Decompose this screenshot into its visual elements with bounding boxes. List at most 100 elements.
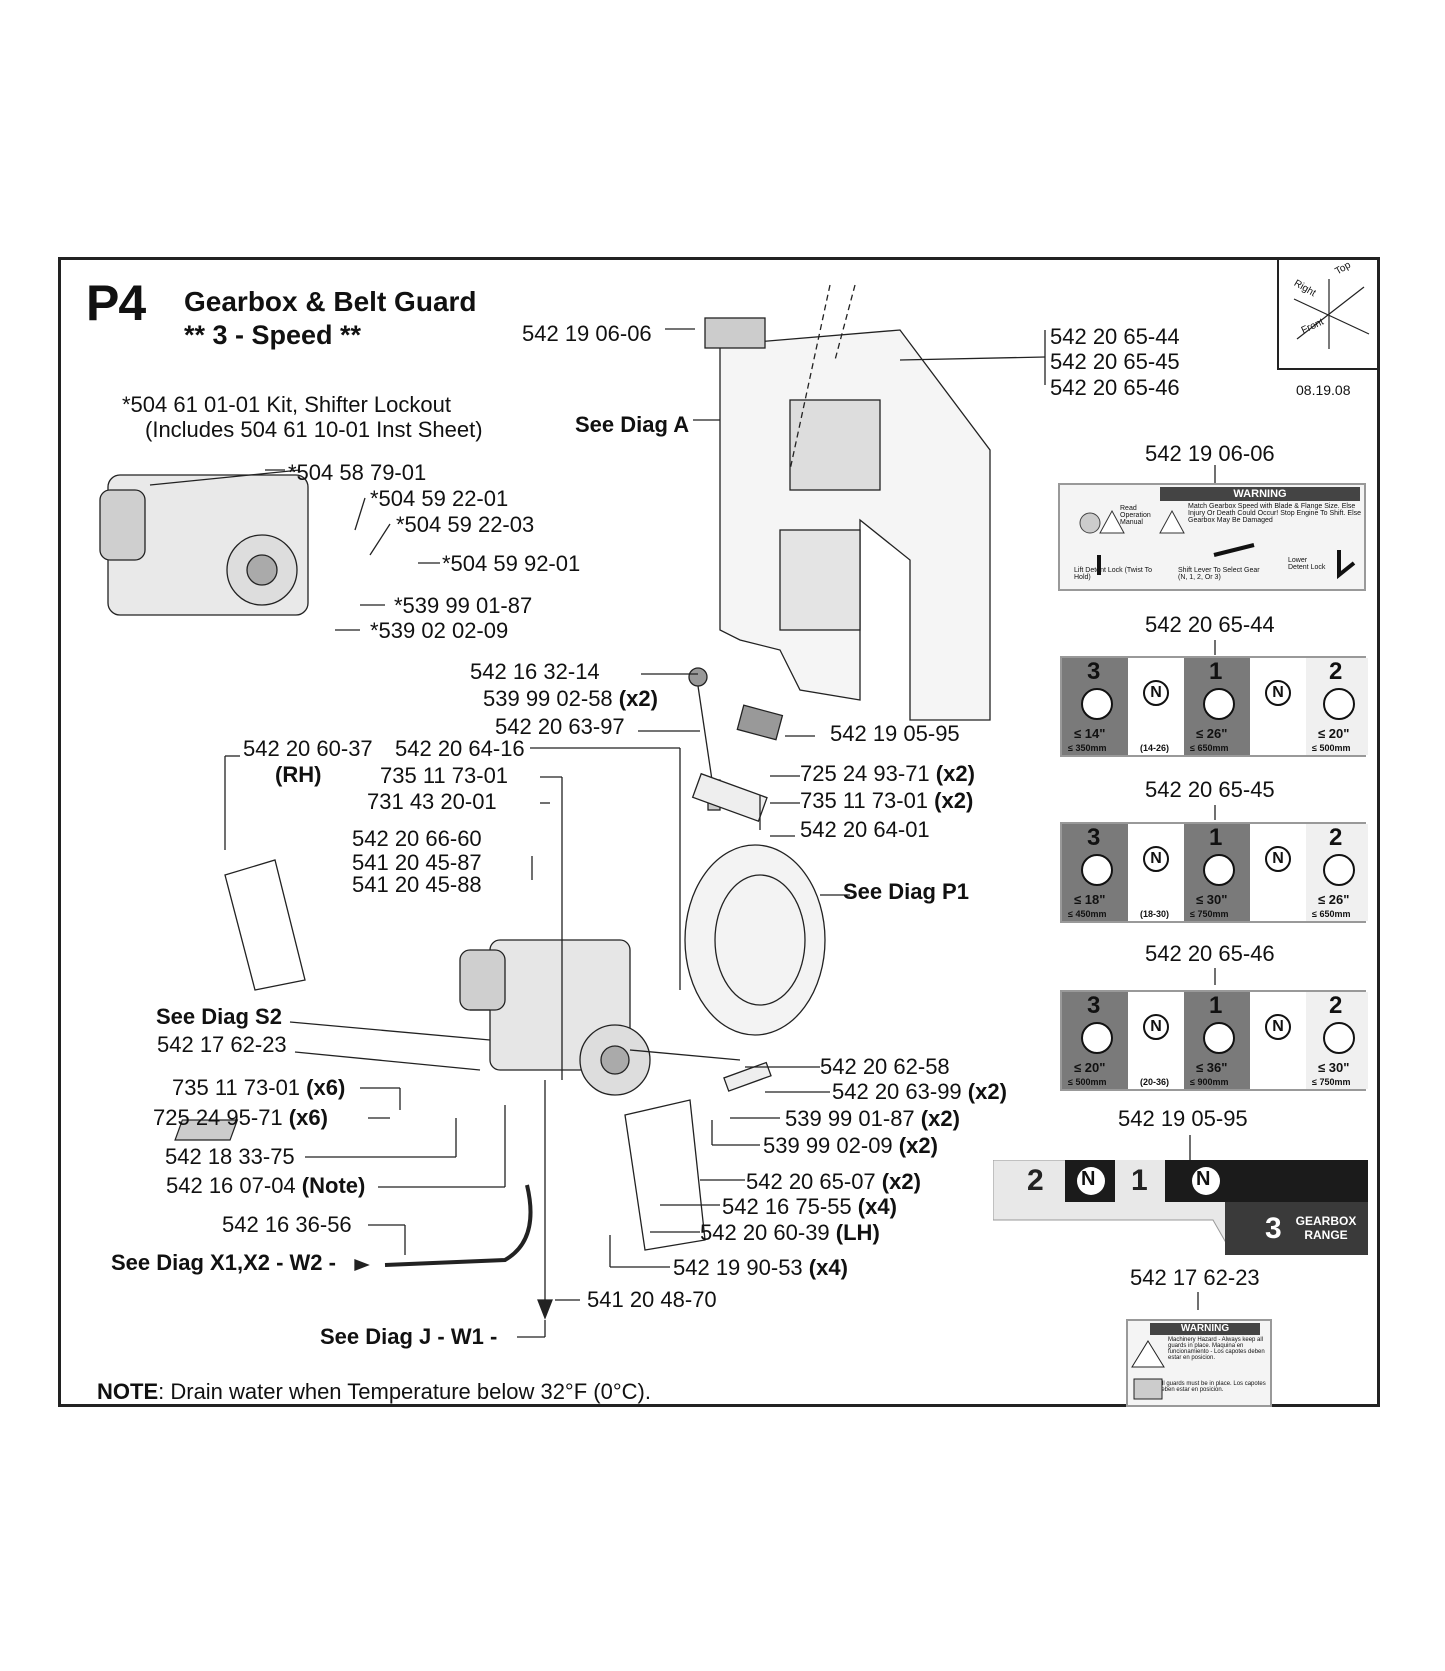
page-subtitle: ** 3 - Speed ** [184,320,362,350]
part-label: 731 43 20-01 [367,789,497,814]
part-label: 539 99 01-87 (x2) [785,1106,960,1131]
neutral-icon: N [1143,680,1169,706]
gear-number: 3 [1087,992,1101,1019]
gear-number: 2 [1329,658,1343,685]
page-title: Gearbox & Belt Guard [184,286,477,317]
part-label: 542 19 06-06 [522,321,652,346]
blade-gauge-icon [1323,854,1355,886]
part-label: 542 19 90-53 (x4) [673,1255,848,1280]
neutral-icon: N [1265,680,1291,706]
see-diag-a-link[interactable]: See Diag A [575,412,690,437]
neutral-range: (14-26) [1140,743,1170,753]
blade-size-inch: ≤ 30" [1196,892,1228,907]
part-label: 725 24 93-71 (x2) [800,761,975,786]
part-label: 542 19 05-95 [830,721,960,746]
blade-size-inch: ≤ 20" [1318,726,1350,741]
part-label: 542 20 60-37 [243,736,373,761]
warning-banner: WARNING [1160,487,1360,501]
gear-number: 1 [1209,658,1223,685]
warning-match-text: Match Gearbox Speed with Blade & Flange … [1188,503,1362,524]
neutral-icon: N [1143,846,1169,872]
part-label: 542 20 64-16 [395,736,525,761]
part-label: *504 59 92-01 [442,551,581,576]
see-diag-j-link[interactable]: See Diag J - W1 - [320,1324,498,1349]
part-label: 542 20 60-39 (LH) [700,1220,880,1245]
gear-number: 2 [1329,824,1343,851]
part-label: 542 20 66-60 [352,826,482,851]
gear-number: 3 [1087,658,1101,685]
part-label: *504 59 22-03 [396,512,535,537]
part-label: 735 11 73-01 (x2) [800,788,974,813]
gear-1-cell: 1≤ 36"≤ 900mm [1184,992,1250,1089]
blade-size-inch: ≤ 14" [1074,726,1106,741]
blade-gauge-icon [1203,1022,1235,1054]
blade-gauge-icon [1203,688,1235,720]
gear-number: 3 [1087,824,1101,851]
decal-title: 542 19 05-95 [1118,1106,1248,1131]
part-label: *539 99 01-87 [394,593,533,618]
gear-number: 2 [1329,992,1343,1019]
blade-gauge-icon [1203,854,1235,886]
step-2-text: Shift Lever To Select Gear (N, 1, 2, Or … [1178,567,1260,581]
blade-gauge-icon [1081,1022,1113,1054]
part-label: 542 20 65-44 [1050,324,1180,349]
drain-note: NOTE: Drain water when Temperature below… [97,1379,651,1404]
part-label: 542 16 07-04 (Note) [166,1173,366,1198]
hazard-triangle-icon [1131,1340,1165,1400]
neutral-a-cell: N (14-26) [1128,658,1184,755]
neutral-icon: N [1143,1014,1169,1040]
see-diag-p1-link[interactable]: See Diag P1 [843,879,969,904]
decal-title: 542 19 06-06 [1145,441,1275,466]
part-label: 542 16 36-56 [222,1212,352,1237]
neutral-icon: N [1265,1014,1291,1040]
part-label: 725 24 95-71 (x6) [153,1105,328,1130]
blade-size-inch: ≤ 26" [1318,892,1350,907]
blade-size-mm: ≤ 650mm [1190,743,1229,753]
blade-size-mm: ≤ 650mm [1312,909,1351,919]
guard-warning-banner: WARNING [1150,1323,1260,1335]
part-label: 542 17 62-23 [157,1032,287,1057]
part-label: 542 18 33-75 [165,1144,295,1169]
part-label: 541 20 48-70 [587,1287,717,1312]
blade-size-inch: ≤ 26" [1196,726,1228,741]
see-diag-s2-link[interactable]: See Diag S2 [156,1004,282,1029]
part-label: *504 59 22-01 [370,486,509,511]
neutral-b-cell: N [1250,824,1306,921]
range-gear-3: 3 [1265,1212,1282,1245]
guard-warning-decal: WARNING Machinery Hazard - Always keep a… [1126,1319,1272,1407]
guard-text-2: All guards must be in place. Los capotes… [1158,1381,1266,1393]
decal-title: 542 20 65-44 [1145,612,1275,637]
range-neutral-2: N [1196,1168,1211,1190]
part-label: 542 20 65-45 [1050,349,1180,374]
blade-gauge-icon [1081,688,1113,720]
gear-number: 1 [1209,992,1223,1019]
page-code: P4 [86,275,146,331]
kit-includes: (Includes 504 61 10-01 Inst Sheet) [145,417,483,442]
kit-description: *504 61 01-01 Kit, Shifter Lockout [122,392,451,417]
part-label: 735 11 73-01 [380,763,509,788]
guard-text-1: Machinery Hazard - Always keep all guard… [1168,1337,1265,1361]
blade-size-mm: ≤ 750mm [1190,909,1229,919]
part-label: 541 20 45-87 [352,850,482,875]
part-label: 542 20 63-97 [495,714,625,739]
warning-read-text: Read Operation Manual [1120,505,1151,526]
neutral-a-cell: N(20-36) [1128,992,1184,1089]
shift-steps-icon [1079,509,1356,580]
gear-2-cell: 2≤ 30"≤ 750mm [1306,992,1368,1089]
gear-3-cell: 3≤ 14"≤ 350mm [1062,658,1128,755]
gear-number: 1 [1209,824,1223,851]
step-1-text: Lift Detent Lock (Twist To Hold) [1074,567,1153,581]
blade-gauge-icon [1323,688,1355,720]
orientation-box: Top Right Front [1277,259,1380,370]
blade-size-inch: ≤ 30" [1318,1060,1350,1075]
gear-1-cell: 1 ≤ 30" ≤ 750mm [1184,824,1250,921]
range-neutral-1: N [1081,1168,1096,1190]
diagram-frame [58,257,1380,1407]
see-diag-x-link[interactable]: See Diag X1,X2 - W2 - [111,1250,336,1275]
range-decal-shape [993,1160,1368,1255]
gear-3-cell: 3≤ 18"≤ 450mm [1062,824,1128,921]
